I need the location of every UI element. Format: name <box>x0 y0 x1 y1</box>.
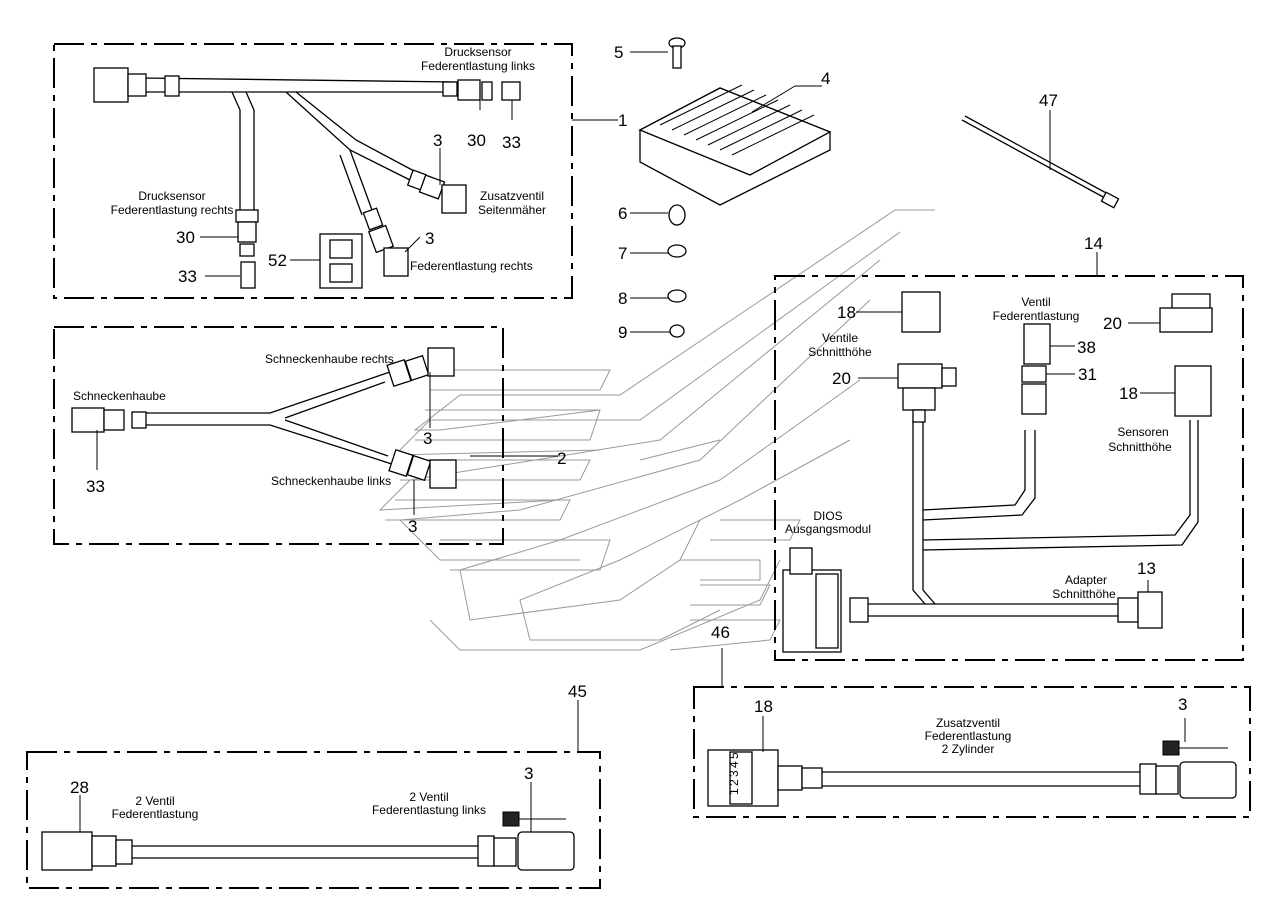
num-3-c: 3 <box>423 429 432 448</box>
label-2ventil-1: 2 Ventil <box>135 794 174 808</box>
connector-18b <box>1174 365 1212 417</box>
num-30-b: 30 <box>176 228 195 247</box>
num-20-a: 20 <box>832 369 851 388</box>
num-13: 13 <box>1137 559 1156 578</box>
num-33-b: 33 <box>178 267 197 286</box>
num-31: 31 <box>1078 365 1097 384</box>
group-box-1 <box>53 43 573 299</box>
num-1: 1 <box>618 111 627 130</box>
num-5: 5 <box>614 43 623 62</box>
pin-1: 1 <box>727 788 741 795</box>
label-2ventil-2: Federentlastung <box>112 807 199 821</box>
label-sensoren-2: Schnitthöhe <box>1108 440 1172 454</box>
label-drucksensor-rechts-1: Drucksensor <box>138 189 205 203</box>
connector-31 <box>1021 365 1047 383</box>
valve-connector-3d <box>517 831 575 871</box>
valve-connector-3b <box>383 247 409 277</box>
label-ventil-federentlastung-2: Federentlastung <box>993 309 1080 323</box>
label-2ventil-links-2: Federentlastung links <box>372 803 486 817</box>
valve-connector-3c <box>1179 761 1237 799</box>
label-drucksensor-links-1: Drucksensor <box>444 45 511 59</box>
num-9: 9 <box>618 323 627 342</box>
num-3-b: 3 <box>425 229 434 248</box>
label-drucksensor-links-2: Federentlastung links <box>421 59 535 73</box>
washer-8 <box>667 289 687 303</box>
harness-14 <box>782 291 1213 653</box>
connector-38 <box>1023 323 1051 365</box>
cable-tie-47 <box>961 115 1120 209</box>
label-schneckenhaube-rechts: Schneckenhaube rechts <box>265 352 394 366</box>
group-box-14 <box>774 275 1244 661</box>
num-18-b: 18 <box>1119 384 1138 403</box>
nut-9 <box>669 324 685 338</box>
label-dios-1: DIOS <box>813 509 842 523</box>
label-dios-2: Ausgangsmodul <box>785 522 871 536</box>
num-8: 8 <box>618 289 627 308</box>
num-47: 47 <box>1039 91 1058 110</box>
num-52: 52 <box>268 251 287 270</box>
pin-5: 5 <box>727 752 741 759</box>
num-7: 7 <box>618 244 627 263</box>
num-30-a: 30 <box>467 131 486 150</box>
label-zusatzventil-2z-1: Zusatzventil <box>936 716 1000 730</box>
harness-1-plug <box>93 67 129 103</box>
washer-7 <box>667 244 687 258</box>
spacer-6 <box>668 204 686 226</box>
num-3-e: 3 <box>1178 695 1187 714</box>
label-ventile-1: Ventile <box>822 331 858 345</box>
label-schneckenhaube: Schneckenhaube <box>73 389 166 403</box>
label-federentlastung-rechts: Federentlastung rechts <box>410 259 533 273</box>
label-zusatzventil-2z-2: Federentlastung <box>925 729 1012 743</box>
connector-20a <box>897 363 943 389</box>
num-28: 28 <box>70 778 89 797</box>
num-18-c: 18 <box>754 697 773 716</box>
group-box-45 <box>26 751 601 889</box>
harness-46 <box>707 740 1237 807</box>
num-20-b: 20 <box>1103 314 1122 333</box>
label-schneckenhaube-links: Schneckenhaube links <box>271 474 391 488</box>
background-logo <box>378 209 935 651</box>
label-zusatzventil-2: Seitenmäher <box>478 203 546 217</box>
pin-3: 3 <box>727 770 741 777</box>
group-box-2 <box>53 326 504 545</box>
num-4: 4 <box>821 69 830 88</box>
connector-20b <box>1159 307 1213 333</box>
group-box-46 <box>693 686 1251 818</box>
num-14: 14 <box>1084 234 1103 253</box>
num-45: 45 <box>568 682 587 701</box>
harness-2 <box>71 347 457 489</box>
pin-4: 4 <box>727 761 741 768</box>
num-33-c: 33 <box>86 477 105 496</box>
num-3-f: 3 <box>524 764 533 783</box>
num-3-a: 3 <box>433 131 442 150</box>
label-zusatzventil-2z-3: 2 Zylinder <box>942 742 995 756</box>
harness-1 <box>93 67 521 289</box>
connector-18a <box>901 291 941 333</box>
label-drucksensor-rechts-2: Federentlastung rechts <box>111 203 234 217</box>
connector-28 <box>41 831 93 871</box>
connector-13 <box>1137 591 1163 629</box>
num-46: 46 <box>711 623 730 642</box>
num-6: 6 <box>618 204 627 223</box>
screw-5 <box>668 37 686 69</box>
pin-2: 2 <box>727 779 741 786</box>
label-adapter-2: Schnitthöhe <box>1052 587 1116 601</box>
num-18-a: 18 <box>837 303 856 322</box>
num-2: 2 <box>557 449 566 468</box>
num-38: 38 <box>1077 338 1096 357</box>
num-33-a: 33 <box>502 133 521 152</box>
label-adapter-1: Adapter <box>1065 573 1107 587</box>
label-ventil-federentlastung-1: Ventil <box>1021 295 1050 309</box>
label-2ventil-links-1: 2 Ventil <box>409 790 448 804</box>
label-zusatzventil-1: Zusatzventil <box>480 189 544 203</box>
module-4 <box>638 84 832 206</box>
harness-2-plug <box>71 407 105 433</box>
valve-connector-3a <box>441 184 467 214</box>
num-3-d: 3 <box>408 517 417 536</box>
label-sensoren-1: Sensoren <box>1117 425 1168 439</box>
leader-lines <box>79 51 1186 832</box>
harness-45 <box>41 811 575 871</box>
label-ventile-2: Schnitthöhe <box>808 345 872 359</box>
